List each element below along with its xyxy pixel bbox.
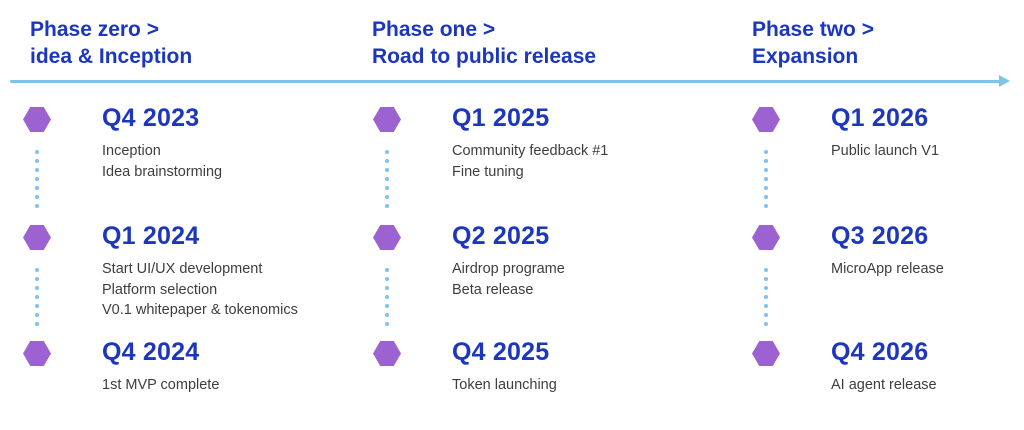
milestone-description-line: Fine tuning — [452, 163, 524, 180]
milestone-description-line: AI agent release — [831, 377, 937, 393]
hexagon-marker-icon — [752, 341, 780, 366]
milestone-description: Public launch V1 — [831, 141, 939, 162]
milestone-description: 1st MVP complete — [102, 375, 219, 396]
phase-title-line1: Phase one > — [372, 18, 496, 41]
phase-column-one: Q1 2025 Community feedback #1 Fine tunin… — [373, 0, 673, 430]
milestone-description: Token launching — [452, 375, 557, 396]
milestone-description-line: Airdrop programe — [452, 261, 565, 277]
milestone-quarter: Q1 2024 — [102, 222, 200, 250]
hexagon-marker-icon — [373, 341, 401, 366]
dotted-connector — [35, 268, 39, 326]
milestone-quarter: Q1 2025 — [452, 104, 550, 132]
dotted-connector — [385, 268, 389, 326]
phase-title-line1: Phase two > — [752, 18, 874, 41]
milestone-description-line: Token launching — [452, 377, 557, 393]
milestone-quarter: Q4 2026 — [831, 338, 929, 366]
phase-header-zero: Phase zero > idea & Inception — [30, 16, 192, 70]
dotted-connector — [764, 268, 768, 326]
milestone-description-line: Community feedback #1 — [452, 143, 609, 159]
milestone-description: Start UI/UX development Platform selecti… — [102, 259, 298, 321]
timeline-arrowhead-icon — [999, 75, 1010, 87]
phase-column-zero: Q4 2023 Inception Idea brainstorming Q1 … — [23, 0, 343, 430]
milestone-description: Airdrop programe Beta release — [452, 259, 565, 300]
milestone-description: Inception Idea brainstorming — [102, 141, 222, 182]
milestone-description-line: Idea brainstorming — [102, 163, 223, 180]
milestone-quarter: Q1 2026 — [831, 104, 929, 132]
hexagon-marker-icon — [373, 225, 401, 250]
dotted-connector — [764, 150, 768, 208]
phase-header-two: Phase two > Expansion — [752, 16, 874, 70]
timeline-line — [10, 75, 1010, 87]
milestone-quarter: Q2 2025 — [452, 222, 550, 250]
milestone-description-line: Public launch V1 — [831, 143, 940, 159]
phase-title-line2: Road to public release — [372, 45, 597, 68]
milestone-description: Community feedback #1 Fine tuning — [452, 141, 608, 182]
hexagon-marker-icon — [752, 107, 780, 132]
dotted-connector — [385, 150, 389, 208]
milestone-quarter: Q3 2026 — [831, 222, 929, 250]
phase-title-line1: Phase zero > — [30, 18, 159, 41]
milestone-description-line: Start UI/UX development — [102, 261, 263, 277]
milestone-quarter: Q4 2024 — [102, 338, 200, 366]
phase-column-two: Q1 2026 Public launch V1 Q3 2026 MicroAp… — [752, 0, 1024, 430]
milestone-quarter: Q4 2023 — [102, 104, 200, 132]
phase-title-line2: Expansion — [752, 45, 859, 68]
milestone-quarter: Q4 2025 — [452, 338, 550, 366]
phase-header-one: Phase one > Road to public release — [372, 16, 596, 70]
hexagon-marker-icon — [752, 225, 780, 250]
milestone-description-line: Inception — [102, 143, 161, 159]
milestone-description: MicroApp release — [831, 259, 944, 280]
milestone-description: AI agent release — [831, 375, 937, 396]
hexagon-marker-icon — [23, 341, 51, 366]
hexagon-marker-icon — [373, 107, 401, 132]
hexagon-marker-icon — [23, 107, 51, 132]
milestone-description-line: 1st MVP complete — [102, 377, 220, 393]
dotted-connector — [35, 150, 39, 208]
hexagon-marker-icon — [23, 225, 51, 250]
phase-title-line2: idea & Inception — [30, 45, 193, 68]
milestone-description-line: V0.1 whitepaper & tokenomics — [102, 302, 298, 318]
milestone-description-line: MicroApp release — [831, 261, 944, 277]
milestone-description-line: Platform selection — [102, 281, 218, 298]
milestone-description-line: Beta release — [452, 281, 534, 298]
